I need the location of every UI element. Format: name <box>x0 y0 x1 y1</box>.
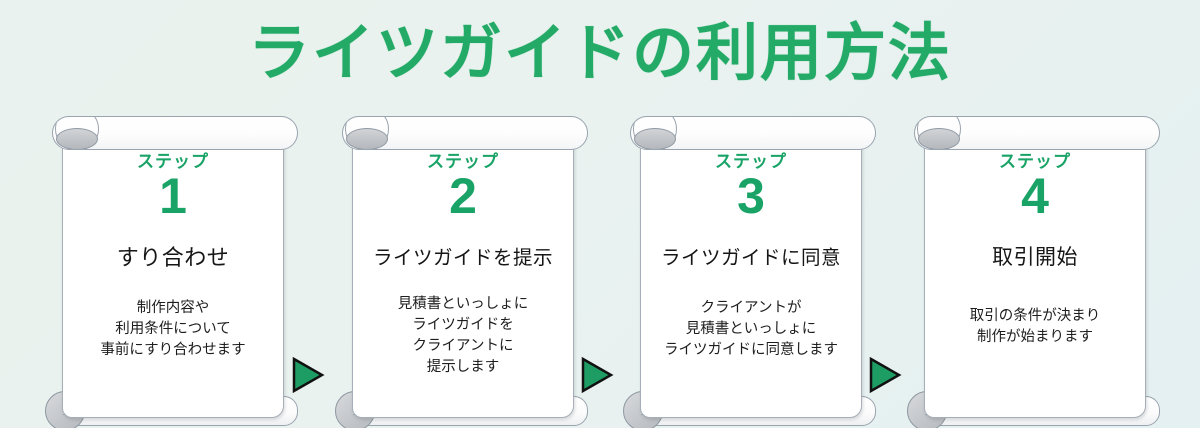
scroll-paper <box>924 130 1146 418</box>
arrow-right-triangle-icon <box>291 356 325 394</box>
step-label: ステップ <box>137 152 209 171</box>
step-title: ライツガイドに同意 <box>660 247 841 269</box>
scroll-roll-curl-icon <box>634 128 676 149</box>
step-card-content: ステップ 4 取引開始 取引の条件が決まり 制作が始まります <box>924 130 1146 418</box>
scroll-roll-curl-icon <box>918 128 960 149</box>
step-number: 2 <box>449 168 477 224</box>
step-title: 取引開始 <box>992 246 1078 269</box>
step-title: すり合わせ <box>116 245 230 270</box>
scroll-paper <box>640 130 862 418</box>
scroll-top-roll <box>914 116 1160 150</box>
arrow-right-triangle-icon <box>868 356 902 394</box>
step-card: ステップ 1 すり合わせ 制作内容や 利用条件について 事前にすり合わせます <box>45 116 298 428</box>
step-description: 取引の条件が決まり 制作が始まります <box>969 308 1101 345</box>
scroll-roll-outline-icon <box>345 117 389 149</box>
step-card-content: ステップ 3 ライツガイドに同意 クライアントが 見積書といっしょに ライツガイ… <box>640 130 862 418</box>
scroll-roll-outline-icon <box>55 117 99 149</box>
scroll-roll-outline-icon <box>917 117 961 149</box>
step-card: ステップ 3 ライツガイドに同意 クライアントが 見積書といっしょに ライツガイ… <box>623 116 876 428</box>
step-number: 4 <box>1021 168 1049 224</box>
scroll-top-roll <box>342 116 588 150</box>
step-label: ステップ <box>715 152 787 171</box>
step-number: 1 <box>159 168 187 224</box>
step-description: クライアントが 見積書といっしょに ライツガイドに同意します <box>664 300 838 358</box>
step-card: ステップ 4 取引開始 取引の条件が決まり 制作が始まります <box>907 116 1160 428</box>
scroll-paper <box>62 130 284 418</box>
step-card-content: ステップ 1 すり合わせ 制作内容や 利用条件について 事前にすり合わせます <box>62 130 284 418</box>
step-title: ライツガイドを提示 <box>372 247 553 269</box>
step-description: 制作内容や 利用条件について 事前にすり合わせます <box>100 300 246 358</box>
step-label: ステップ <box>427 152 499 171</box>
step-label: ステップ <box>999 152 1071 171</box>
scroll-paper <box>352 130 574 418</box>
arrow-right-triangle-icon <box>580 356 614 394</box>
step-card-content: ステップ 2 ライツガイドを提示 見積書といっしょに ライツガイドを クライアン… <box>352 130 574 418</box>
scroll-roll-curl-icon <box>346 128 388 149</box>
scroll-top-roll <box>52 116 298 150</box>
scroll-top-roll <box>630 116 876 150</box>
step-number: 3 <box>737 168 765 224</box>
scroll-roll-curl-icon <box>56 128 98 149</box>
scroll-roll-outline-icon <box>633 117 677 149</box>
steps-row: ステップ 1 すり合わせ 制作内容や 利用条件について 事前にすり合わせます <box>0 116 1200 428</box>
page-title: ライツガイドの利用方法 <box>247 19 952 88</box>
step-description: 見積書といっしょに ライツガイドを クライアントに 提示します <box>397 296 529 375</box>
step-card: ステップ 2 ライツガイドを提示 見積書といっしょに ライツガイドを クライアン… <box>335 116 588 428</box>
